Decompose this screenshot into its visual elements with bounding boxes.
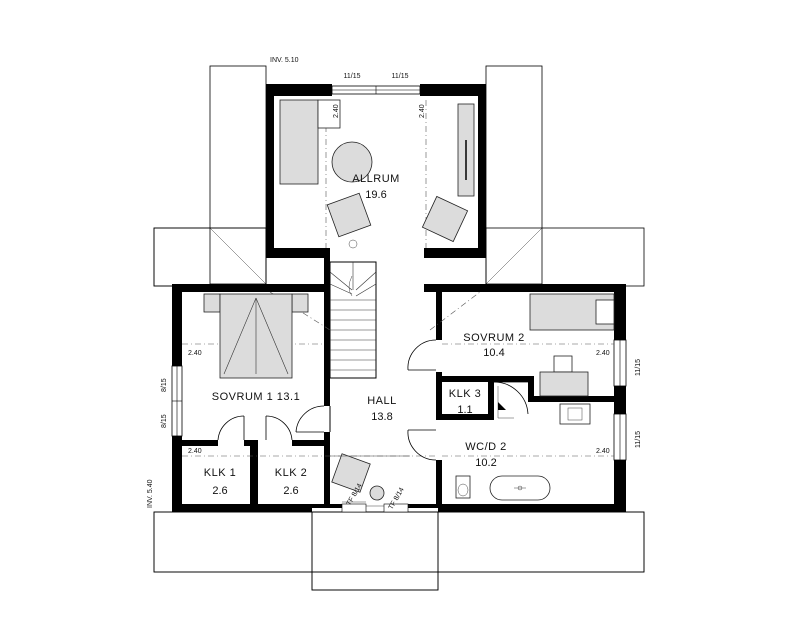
height-klk1: 2.40 — [188, 448, 202, 455]
label-wcd2: WC/D 2 — [465, 441, 507, 453]
inv-top: INV. 5.10 — [270, 57, 299, 64]
area-sovrum2: 10.4 — [483, 347, 504, 359]
sovrum2-furniture — [529, 293, 615, 397]
area-wcd2: 10.2 — [475, 457, 496, 469]
doors — [217, 339, 529, 461]
height-allrum-left: 2.40 — [333, 104, 340, 118]
wc-furniture — [455, 386, 591, 501]
roof-bottom — [153, 511, 645, 591]
area-allrum: 19.6 — [365, 189, 386, 201]
label-hall: HALL — [367, 395, 397, 407]
height-sovrum1: 2.40 — [188, 350, 202, 357]
side-windows — [171, 339, 627, 461]
label-klk3: KLK 3 — [449, 388, 481, 400]
roof-left-dormer — [153, 65, 267, 287]
height-sovrum2: 2.40 — [596, 350, 610, 357]
window-left-lower: 8/15 — [161, 414, 168, 428]
allrum-furniture — [279, 99, 475, 249]
room-labels: ALLRUM 19.6 SOVRUM 1 13.1 SOVRUM 2 10.4 … — [204, 173, 524, 497]
window-left-upper: 8/15 — [161, 378, 168, 392]
height-wc: 2.40 — [596, 448, 610, 455]
staircase — [329, 261, 377, 379]
height-allrum-right: 2.40 — [419, 104, 426, 118]
sovrum1-bed — [203, 293, 309, 379]
window-right-upper: 11/15 — [635, 359, 642, 376]
area-klk1: 2.6 — [212, 485, 227, 497]
area-klk3: 1.1 — [457, 404, 472, 416]
window-right-lower: 11/15 — [635, 431, 642, 448]
label-klk2: KLK 2 — [275, 467, 307, 479]
hall-furniture — [330, 453, 410, 513]
inv-left: INV. 5.40 — [147, 479, 154, 508]
area-klk2: 2.6 — [283, 485, 298, 497]
label-allrum: ALLRUM — [352, 173, 400, 185]
label-sovrum1: SOVRUM 1 13.1 — [212, 391, 300, 403]
roof-right-dormer — [485, 65, 645, 287]
label-sovrum2: SOVRUM 2 — [463, 332, 524, 344]
window-top-left: 11/15 — [344, 73, 361, 80]
window-top-right: 11/15 — [392, 73, 409, 80]
area-hall: 13.8 — [371, 411, 392, 423]
label-klk1: KLK 1 — [204, 467, 236, 479]
